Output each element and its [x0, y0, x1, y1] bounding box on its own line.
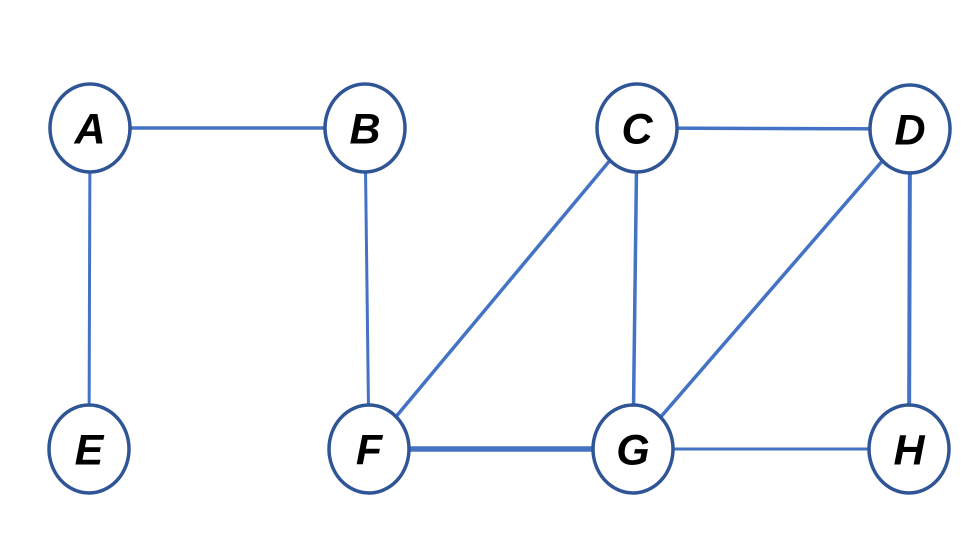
node-B-label: B	[349, 105, 380, 153]
node-H-circle	[867, 403, 951, 495]
node-G: G	[591, 403, 675, 495]
node-B: B	[323, 82, 407, 174]
node-C: C	[595, 82, 679, 174]
node-A-label: A	[73, 105, 105, 153]
node-F: F	[327, 403, 411, 495]
node-E: E	[47, 403, 131, 495]
node-A: A	[48, 82, 132, 174]
node-G-label: G	[616, 426, 649, 474]
edge-C-G	[631, 126, 639, 451]
edge-B-F	[363, 126, 371, 451]
edge-C-D	[635, 126, 912, 131]
node-G-circle	[591, 403, 675, 495]
node-C-label: C	[621, 105, 653, 153]
node-D-label: D	[894, 106, 925, 154]
edge-D-H	[907, 127, 912, 451]
node-D: D	[868, 83, 952, 175]
edge-D-G	[631, 127, 912, 451]
edge-A-E	[87, 126, 92, 451]
node-F-circle	[327, 403, 411, 495]
node-E-circle	[47, 403, 131, 495]
node-E-label: E	[75, 426, 105, 474]
node-C-circle	[595, 82, 679, 174]
edge-C-F	[367, 126, 639, 451]
node-H-label: H	[893, 426, 925, 474]
node-B-circle	[323, 82, 407, 174]
node-H: H	[867, 403, 951, 495]
node-D-circle	[868, 83, 952, 175]
node-F-label: F	[356, 426, 384, 474]
node-A-circle	[48, 82, 132, 174]
